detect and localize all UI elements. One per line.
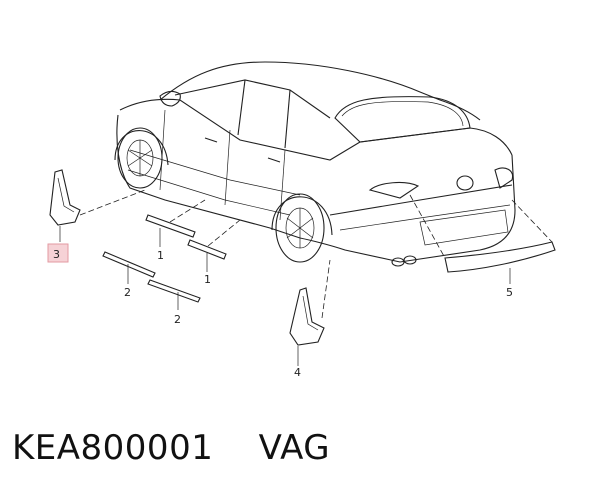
parts-diagram: 3 1 1 2 2 4 5 (47, 61, 556, 379)
callout-label: 2 (124, 286, 131, 299)
part-number: KEA800001 (12, 428, 214, 468)
car-illustration (114, 61, 516, 267)
part-2-strips (102, 251, 201, 310)
callout-label: 4 (294, 366, 301, 379)
callout-3-highlight (47, 243, 69, 263)
callout-label: 2 (174, 313, 181, 326)
part-1-strips (145, 199, 241, 272)
callout-label: 1 (157, 249, 164, 262)
part-4-rear-mudflap (289, 259, 331, 366)
part-number-footer: KEA800001 VAG (12, 428, 330, 488)
callout-label: 3 (53, 248, 60, 261)
part-3-front-mudflap (49, 169, 146, 242)
callout-label: 1 (204, 273, 211, 286)
brand-label: VAG (258, 428, 331, 468)
callout-label: 5 (506, 286, 513, 299)
part-5-bumper-strip (409, 194, 556, 284)
